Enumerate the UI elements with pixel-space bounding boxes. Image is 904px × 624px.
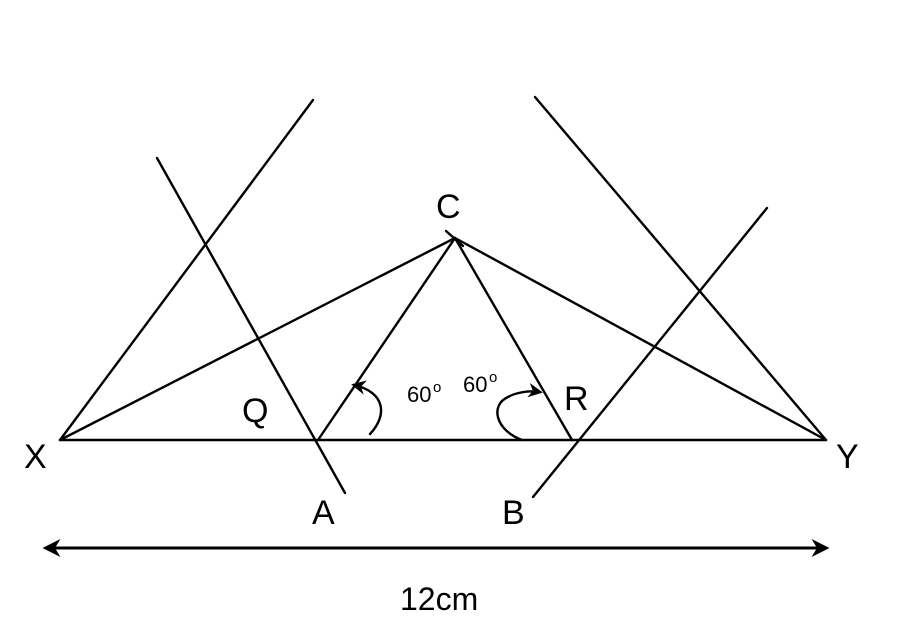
angle-unit-left: o: [433, 379, 441, 396]
label-y: Y: [836, 438, 859, 476]
label-x: X: [24, 438, 47, 476]
bisector-left: [155, 156, 347, 495]
label-c: C: [436, 188, 461, 226]
ray-from-y: [533, 95, 828, 442]
arc-tick-c: [444, 229, 465, 248]
angle-unit-right: o: [489, 369, 497, 386]
segment-cy: [453, 236, 828, 442]
label-a: A: [312, 494, 335, 532]
angle-arc-left: [351, 380, 383, 436]
angle-arc-right: [496, 383, 543, 442]
label-b: B: [502, 494, 525, 532]
label-q: Q: [242, 392, 268, 430]
segment-cb: [453, 236, 574, 442]
label-r: R: [564, 380, 589, 418]
bisector-right: [531, 206, 769, 499]
length-label: 12cm: [400, 581, 478, 617]
angle-label-left: 60: [407, 382, 431, 407]
ray-from-x: [58, 98, 315, 442]
angle-label-right: 60: [463, 372, 487, 397]
segment-ac: [316, 236, 457, 442]
